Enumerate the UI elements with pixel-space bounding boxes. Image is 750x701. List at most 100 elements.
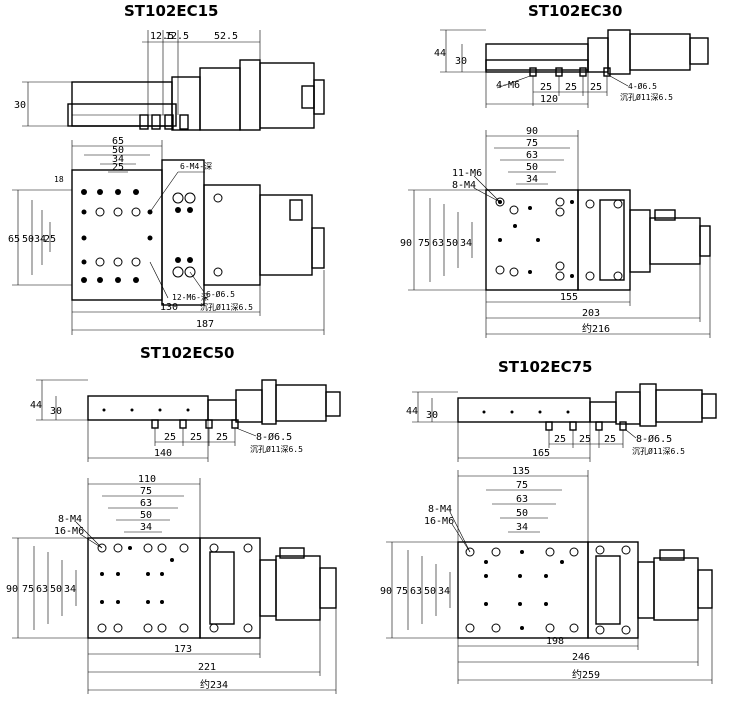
ec50-top-len173: 173 <box>174 644 192 655</box>
ec15-cbore: 沉孔Ø11深6.5 <box>200 302 253 312</box>
ec75-side-cbore: 沉孔Ø11深6.5 <box>632 446 685 456</box>
ec75-top-w50: 50 <box>516 508 528 519</box>
ec50-side-len140: 140 <box>154 448 172 459</box>
ec30-top-len203: 203 <box>582 308 600 319</box>
ec15-top-view: 65 50 34 25 18 65 50 34 25 6-M4-深 12-M6-… <box>8 136 325 335</box>
ec50-side-h44: 44 <box>30 400 42 411</box>
ec75-top-view: 135 75 63 50 34 8-M4 16-M6 90 75 63 50 3… <box>380 466 713 684</box>
ec30-top-h50: 50 <box>446 238 458 249</box>
ec50-top-h75: 75 <box>22 584 34 595</box>
ec30-top-w63: 63 <box>526 150 538 161</box>
ec15-holes-c: 6-Ø6.5 <box>206 289 235 299</box>
ec15-side-d1: 12.5 <box>150 31 174 42</box>
ec50-top-view: 110 75 63 50 34 8-M4 16-M6 90 75 63 50 3… <box>6 474 337 694</box>
ec50-top-m4: 8-M4 <box>58 514 82 525</box>
ec30-side-m6: 4-M6 <box>496 80 520 91</box>
ec50-top-w50: 50 <box>140 510 152 521</box>
ec75-side-p3: 25 <box>604 434 616 445</box>
ec50-side-cbore: 沉孔Ø11深6.5 <box>250 444 303 454</box>
ec30-top-len216: 约216 <box>582 322 610 335</box>
ec50-top-w110: 110 <box>138 474 156 485</box>
ec30-top-w75: 75 <box>526 138 538 149</box>
ec30-side-p1: 25 <box>540 82 552 93</box>
ec30-side-p3: 25 <box>590 82 602 93</box>
ec50-top-h50: 50 <box>50 584 62 595</box>
ec75-top-w75: 75 <box>516 480 528 491</box>
ec30-side-cbore: 沉孔Ø11深6.5 <box>620 92 673 102</box>
ec15-top-h34: 34 <box>34 234 46 245</box>
ec50-side-p1: 25 <box>164 432 176 443</box>
ec15-top-w18: 18 <box>54 175 64 184</box>
ec75-top-h63: 63 <box>410 586 422 597</box>
ec15-top-w65: 65 <box>112 136 124 147</box>
ec30-top-h63: 63 <box>432 238 444 249</box>
ec75-side-h30: 30 <box>426 410 438 421</box>
ec50-side-view: 44 30 25 25 25 140 8-Ø6.5 沉孔Ø11深6.5 <box>30 379 341 462</box>
ec15-top-w25: 25 <box>112 162 124 173</box>
ec15-side-view: 12.5 12.5 52.5 30 <box>14 30 325 131</box>
ec50-side-p3: 25 <box>216 432 228 443</box>
ec75-side-h44: 44 <box>406 406 418 417</box>
ec75-top-w135: 135 <box>512 466 530 477</box>
ec75-top-len259: 约259 <box>572 668 600 681</box>
ec75-top-m6: 16-M6 <box>424 516 454 527</box>
ec15-holes-a: 6-M4-深 <box>180 162 212 171</box>
ec50-top-w75: 75 <box>140 486 152 497</box>
ec30-side-len120: 120 <box>540 94 558 105</box>
ec75-top-h34: 34 <box>438 586 450 597</box>
ec75-top-m4: 8-M4 <box>428 504 452 515</box>
ec50-side-holes: 8-Ø6.5 <box>256 431 292 443</box>
ec15-len130: 130 <box>160 302 178 313</box>
ec50-side-holes-row <box>102 408 190 412</box>
ec30-side-h30: 30 <box>455 56 467 67</box>
ec15-side-h: 30 <box>14 100 26 111</box>
ec75-hole-pattern <box>465 545 631 635</box>
ec50-top-h63: 63 <box>36 584 48 595</box>
ec30-top-w90: 90 <box>526 126 538 137</box>
ec50-side-h30: 30 <box>50 406 62 417</box>
title-ec15: ST102EC15 <box>124 2 219 20</box>
ec75-side-holes-row <box>482 410 570 414</box>
ec30-top-m4: 8-M4 <box>452 180 476 191</box>
ec75-side-holes: 8-Ø6.5 <box>636 433 672 445</box>
ec15-top-h65: 65 <box>8 234 20 245</box>
ec75-top-w63: 63 <box>516 494 528 505</box>
ec75-top-h50: 50 <box>424 586 436 597</box>
ec75-side-view: 44 30 25 25 25 165 8-Ø6.5 沉孔Ø11深6.5 <box>406 383 717 462</box>
ec50-top-m6: 16-M6 <box>54 526 84 537</box>
ec15-holes-b: 12-M6-深 <box>172 293 209 302</box>
ec15-hole-pattern <box>81 189 223 283</box>
ec30-top-h34: 34 <box>460 238 472 249</box>
ec50-side-p2: 25 <box>190 432 202 443</box>
ec30-top-w34: 34 <box>526 174 538 185</box>
ec75-side-len165: 165 <box>532 448 550 459</box>
ec75-top-h75: 75 <box>396 586 408 597</box>
ec15-side-d2: 12.5 <box>165 31 189 42</box>
ec15-top-h50: 50 <box>22 234 34 245</box>
ec30-top-h90: 90 <box>400 238 412 249</box>
ec75-side-p2: 25 <box>579 434 591 445</box>
ec75-top-w34: 34 <box>516 522 528 533</box>
ec15-top-w50: 50 <box>112 145 124 156</box>
title-ec75: ST102EC75 <box>498 358 593 376</box>
ec75-top-h90: 90 <box>380 586 392 597</box>
ec15-top-h25: 25 <box>44 234 56 245</box>
ec50-top-len221: 221 <box>198 662 216 673</box>
ec50-top-h90: 90 <box>6 584 18 595</box>
title-ec30: ST102EC30 <box>528 2 623 20</box>
ec75-top-len198: 198 <box>546 636 564 647</box>
ec30-side-view: 44 30 4-M6 25 25 25 120 4-Ø6.5 沉孔Ø11深6.5 <box>434 29 709 108</box>
ec30-hole-pattern <box>495 197 623 281</box>
ec50-top-w63: 63 <box>140 498 152 509</box>
ec75-top-len246: 246 <box>572 652 590 663</box>
ec15-len187: 187 <box>196 319 214 330</box>
ec30-side-holes: 4-Ø6.5 <box>628 81 657 91</box>
ec30-top-view: 90 75 63 50 34 11-M6 8-M4 90 75 63 50 34… <box>400 126 711 338</box>
ec30-top-w50: 50 <box>526 162 538 173</box>
ec30-side-h44: 44 <box>434 48 446 59</box>
ec50-hole-pattern <box>97 543 253 633</box>
ec30-top-len155: 155 <box>560 292 578 303</box>
ec50-top-w34: 34 <box>140 522 152 533</box>
ec15-top-w34: 34 <box>112 154 124 165</box>
